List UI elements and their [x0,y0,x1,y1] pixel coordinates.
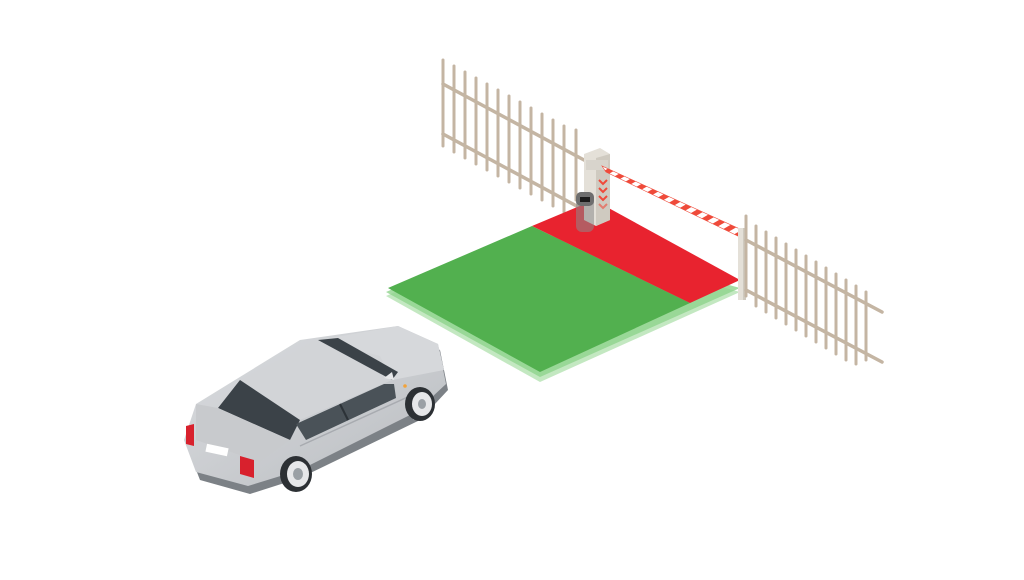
sedan-car [184,326,448,494]
wheel-rear [280,456,312,492]
taillight-right [240,456,254,478]
taillight-left [186,424,194,446]
fence-left [441,58,586,214]
license-plate [205,443,229,457]
fence-right [744,214,884,366]
wheel-front [405,387,435,421]
detection-zone [386,200,740,382]
loop-sensor [576,192,594,232]
side-windows [296,384,396,440]
green-detection-zone [388,226,690,372]
rear-window [218,380,300,440]
windshield [318,338,398,380]
